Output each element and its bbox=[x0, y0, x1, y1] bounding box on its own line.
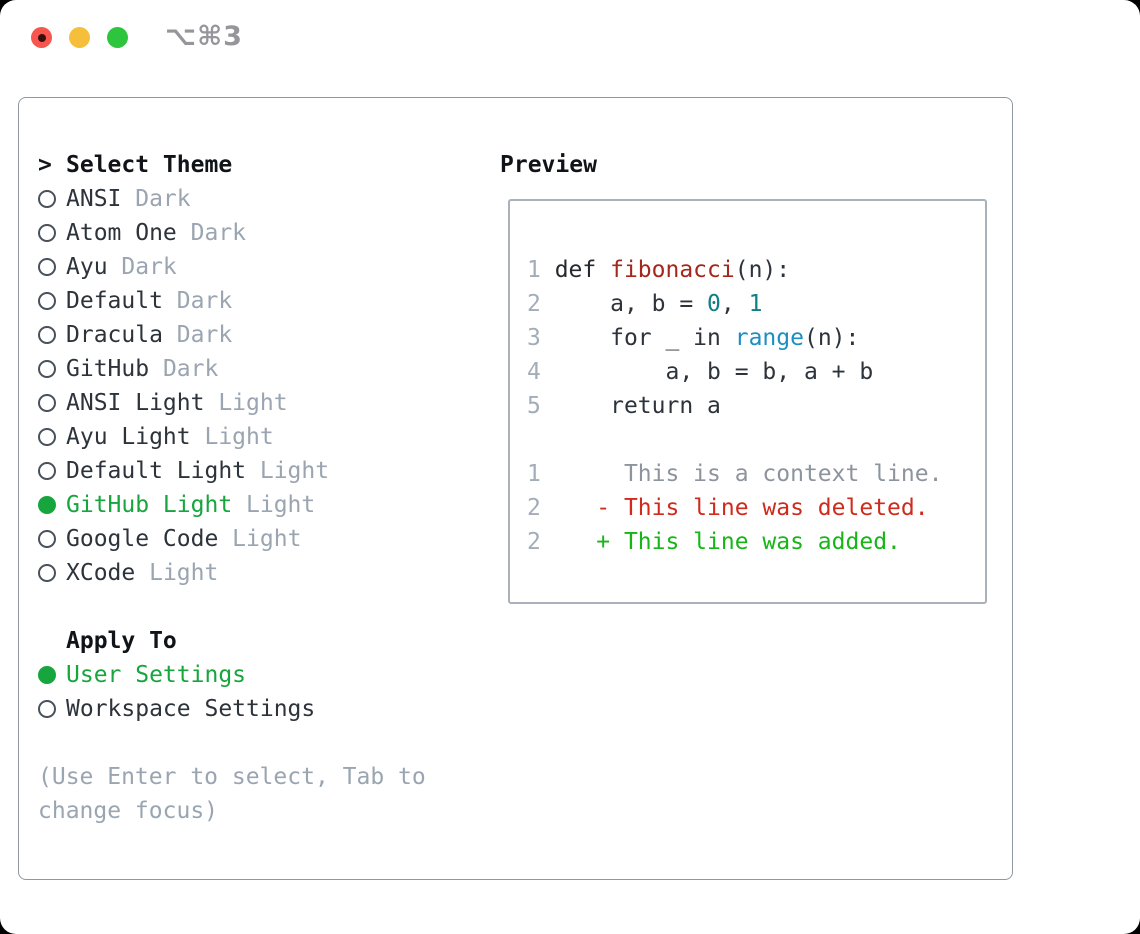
theme-name: ANSI Light bbox=[66, 390, 205, 416]
radio-icon bbox=[38, 462, 66, 480]
preview-box: 1 def fibonacci(n): 2 a, b = 0, 1 3 for _ … bbox=[508, 199, 987, 604]
theme-variant: Dark bbox=[162, 288, 233, 314]
apply-to-header-row: Apply To bbox=[38, 624, 315, 658]
radio-selected-icon bbox=[38, 496, 66, 514]
radio-icon bbox=[38, 564, 66, 582]
theme-option-ansi[interactable]: ANSI Dark bbox=[38, 182, 478, 216]
apply-option-workspace-settings[interactable]: Workspace Settings bbox=[38, 692, 315, 726]
code-line: 2 + This line was added. bbox=[527, 529, 901, 555]
code-line: 2 a, b = 0, 1 bbox=[527, 291, 763, 317]
theme-option-xcode[interactable]: XCode Light bbox=[38, 556, 478, 590]
theme-option-atom-one[interactable]: Atom One Dark bbox=[38, 216, 478, 250]
code-line: 5 return a bbox=[527, 393, 721, 419]
radio-icon bbox=[38, 292, 66, 310]
preview-code: 1 def fibonacci(n): 2 a, b = 0, 1 3 for _ … bbox=[527, 253, 942, 559]
minimize-light-icon[interactable] bbox=[69, 27, 90, 48]
theme-variant: Dark bbox=[162, 322, 233, 348]
blank-line bbox=[527, 423, 942, 457]
select-theme-title: Select Theme bbox=[66, 152, 233, 178]
apply-option-label: Workspace Settings bbox=[66, 696, 316, 722]
theme-option-ayu[interactable]: Ayu Dark bbox=[38, 250, 478, 284]
radio-icon bbox=[38, 394, 66, 412]
theme-option-ayu-light[interactable]: Ayu Light Light bbox=[38, 420, 478, 454]
theme-name: Ayu Light bbox=[66, 424, 191, 450]
theme-option-google-code[interactable]: Google Code Light bbox=[38, 522, 478, 556]
code-line: 3 for _ in range(n): bbox=[527, 325, 860, 351]
select-theme-header-row: > Select Theme bbox=[38, 148, 478, 182]
help-text: (Use Enter to select, Tab to change focus… bbox=[38, 760, 426, 828]
theme-variant: Light bbox=[232, 492, 316, 518]
prompt-cell: > bbox=[38, 148, 66, 182]
zoom-light-icon[interactable] bbox=[107, 27, 128, 48]
theme-variant: Light bbox=[246, 458, 330, 484]
preview-title: Preview bbox=[500, 152, 597, 178]
theme-variant: Dark bbox=[149, 356, 219, 382]
theme-variant: Dark bbox=[176, 220, 247, 246]
radio-icon bbox=[38, 258, 66, 276]
radio-selected-icon bbox=[38, 666, 66, 684]
theme-name: ANSI bbox=[66, 186, 122, 212]
theme-name: Default Light bbox=[66, 458, 247, 484]
theme-option-github-light[interactable]: GitHub Light Light bbox=[38, 488, 478, 522]
radio-icon bbox=[38, 428, 66, 446]
radio-icon bbox=[38, 530, 66, 548]
theme-name: GitHub Light bbox=[66, 492, 233, 518]
theme-variant: Light bbox=[204, 390, 288, 416]
apply-option-label: User Settings bbox=[66, 662, 247, 688]
apply-to-title: Apply To bbox=[66, 628, 177, 654]
theme-name: Atom One bbox=[66, 220, 177, 246]
prompt-caret-icon: > bbox=[38, 152, 52, 178]
theme-option-ansi-light[interactable]: ANSI Light Light bbox=[38, 386, 478, 420]
window-title: ⌥⌘3 bbox=[165, 21, 243, 52]
theme-name: XCode bbox=[66, 560, 136, 586]
radio-icon bbox=[38, 700, 66, 718]
theme-name: Ayu bbox=[66, 254, 108, 280]
close-light-icon[interactable] bbox=[31, 27, 52, 48]
radio-icon bbox=[38, 360, 66, 378]
code-line: 1 This is a context line. bbox=[527, 461, 943, 487]
theme-option-dracula[interactable]: Dracula Dark bbox=[38, 318, 478, 352]
theme-variant: Light bbox=[190, 424, 274, 450]
code-line: 2 - This line was deleted. bbox=[527, 495, 929, 521]
apply-option-user-settings[interactable]: User Settings bbox=[38, 658, 315, 692]
radio-icon bbox=[38, 190, 66, 208]
theme-option-github[interactable]: GitHub Dark bbox=[38, 352, 478, 386]
theme-variant: Dark bbox=[121, 186, 191, 212]
code-line: 4 a, b = b, a + b bbox=[527, 359, 874, 385]
help-line: change focus) bbox=[38, 798, 219, 824]
radio-icon bbox=[38, 326, 66, 344]
theme-option-default[interactable]: Default Dark bbox=[38, 284, 478, 318]
close-light-dot-icon bbox=[37, 33, 46, 42]
theme-variant: Light bbox=[135, 560, 219, 586]
theme-name: Google Code bbox=[66, 526, 219, 552]
theme-name: Default bbox=[66, 288, 163, 314]
theme-variant: Light bbox=[218, 526, 302, 552]
radio-icon bbox=[38, 224, 66, 242]
theme-variant: Dark bbox=[107, 254, 177, 280]
help-line: (Use Enter to select, Tab to bbox=[38, 764, 426, 790]
traffic-lights bbox=[31, 27, 128, 48]
theme-name: Dracula bbox=[66, 322, 163, 348]
code-line: 1 def fibonacci(n): bbox=[527, 257, 791, 283]
theme-option-default-light[interactable]: Default Light Light bbox=[38, 454, 478, 488]
theme-name: GitHub bbox=[66, 356, 150, 382]
